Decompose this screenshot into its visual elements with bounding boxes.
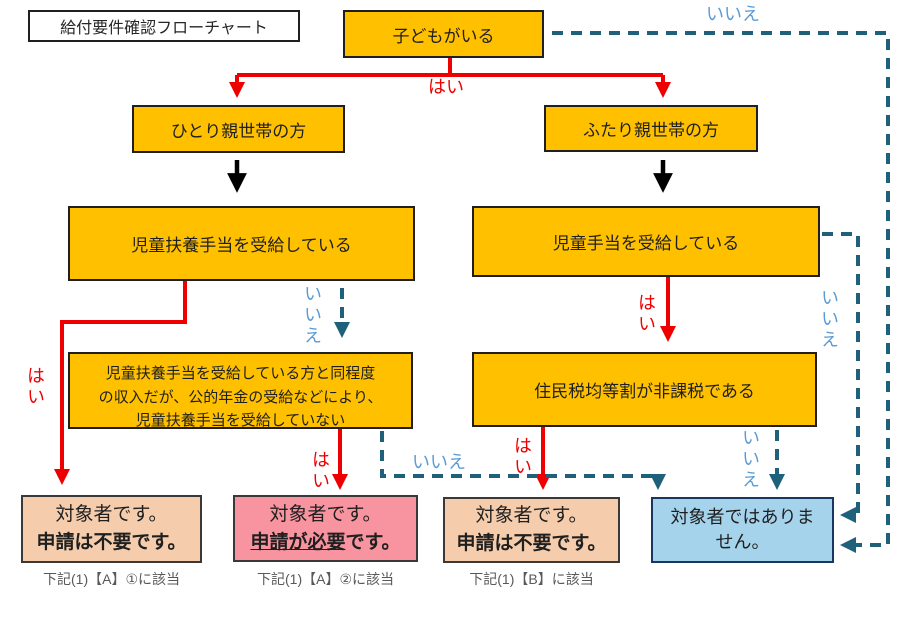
- label-yes-center: はい: [310, 450, 330, 492]
- result-eligible-application-required: 対象者です。 申請が必要です。: [233, 495, 418, 562]
- result-eligible-no-application-2: 対象者です。 申請は不要です。: [443, 497, 620, 563]
- result2-line2: 申請が必要です。: [250, 529, 400, 557]
- label-no-left-middle: いいえ: [302, 284, 322, 347]
- result-eligible-no-application-1: 対象者です。 申請は不要です。: [21, 495, 202, 563]
- node-child-support-allowance: 児童扶養手当を受給している: [68, 206, 415, 281]
- node-has-children: 子どもがいる: [343, 10, 544, 58]
- node-child-allowance: 児童手当を受給している: [472, 206, 820, 277]
- result1-line1: 対象者です。: [55, 504, 168, 526]
- pension-line-2: の収入だが、公的年金の受給などにより、: [98, 388, 383, 406]
- result3-line1: 対象者です。: [475, 505, 588, 527]
- result2-caption: 下記(1)【A】②に該当: [257, 571, 394, 587]
- pension-line-3: 児童扶養手当を受給していない: [135, 412, 346, 430]
- label-yes-right-upper: はい: [636, 293, 656, 335]
- result3-line2: 申請は不要です。: [456, 533, 607, 554]
- label-yes-top: はい: [428, 77, 464, 97]
- result4-text: 対象者ではありません。: [670, 506, 815, 552]
- node-two-parent: ふたり親世帯の方: [544, 105, 758, 152]
- label-yes-right-lower: はい: [512, 436, 532, 478]
- result1-caption: 下記(1)【A】①に該当: [43, 571, 180, 587]
- node-pension-income: 児童扶養手当を受給している方と同程度 の収入だが、公的年金の受給などにより、 児…: [68, 352, 413, 429]
- label-yes-far-left: はい: [25, 366, 45, 408]
- result2-line1: 対象者です。: [269, 503, 382, 525]
- result3-caption: 下記(1)【B】に該当: [469, 571, 594, 587]
- result2-line2-underlined: 申請が必要: [250, 531, 346, 553]
- label-no-right-lower: いいえ: [740, 428, 760, 491]
- result-not-eligible: 対象者ではありません。: [651, 497, 834, 563]
- node-resident-tax-exempt: 住民税均等割が非課税である: [472, 352, 817, 427]
- chart-title: 給付要件確認フローチャート: [28, 10, 300, 42]
- node-single-parent: ひとり親世帯の方: [132, 105, 345, 153]
- label-no-bottom-middle: いいえ: [412, 452, 466, 472]
- label-no-right-upper: いいえ: [819, 288, 839, 351]
- result2-line2-rest: です。: [345, 531, 401, 553]
- result1-line2: 申請は不要です。: [36, 532, 187, 553]
- pension-line-1: 児童扶養手当を受給している方と同程度: [105, 365, 376, 382]
- label-no-top: いいえ: [706, 4, 760, 24]
